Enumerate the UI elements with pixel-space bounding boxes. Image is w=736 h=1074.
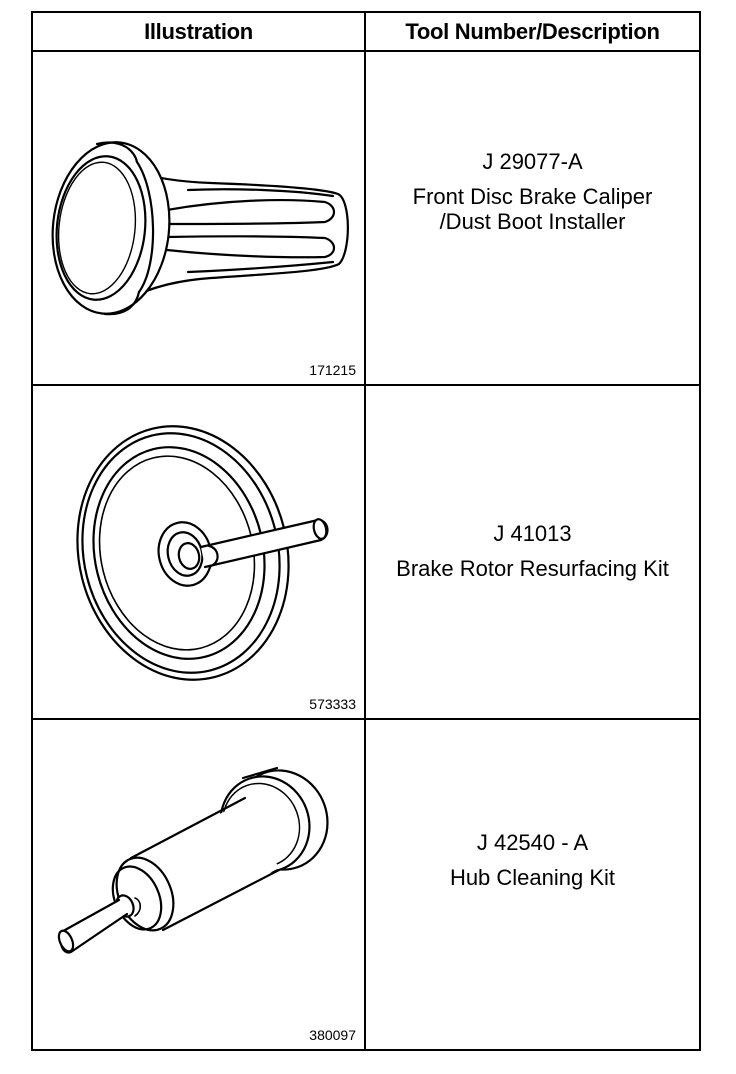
rotor-resurfacing-kit-icon [76, 425, 329, 681]
figure-number: 171215 [309, 362, 356, 378]
tool-number: J 29077-A [482, 148, 583, 174]
dust-boot-installer-icon [51, 141, 349, 316]
figure-number: 573333 [309, 696, 356, 712]
description-cell: J 41013 Brake Rotor Resurfacing Kit [366, 386, 699, 718]
description-cell: J 29077-A Front Disc Brake Caliper /Dust… [366, 52, 699, 384]
illustration-cell: 380097 [33, 720, 364, 1049]
tool-description-line: Hub Cleaning Kit [449, 864, 616, 890]
tool-number: J 41013 [493, 521, 572, 546]
table-row: 380097 J 42540 - A Hub Cleaning Kit [33, 720, 699, 1049]
figure-number: 380097 [309, 1027, 356, 1043]
table-row: 573333 J 41013 Brake Rotor Resurfacing K… [33, 386, 699, 720]
table-header: Illustration Tool Number/Description [33, 13, 699, 52]
tool-description-line: Front Disc Brake Caliper [412, 183, 653, 209]
illustration-cell: 171215 [33, 52, 364, 384]
header-illustration: Illustration [144, 18, 253, 44]
illustration-cell: 573333 [33, 386, 364, 718]
tool-description-line: /Dust Boot Installer [439, 208, 626, 234]
table-row: 171215 J 29077-A Front Disc Brake Calipe… [33, 52, 699, 386]
header-tool-description: Tool Number/Description [405, 18, 660, 44]
tool-number: J 42540 - A [476, 829, 589, 855]
tool-table: Illustration Tool Number/Description [31, 11, 701, 1051]
description-cell: J 42540 - A Hub Cleaning Kit [366, 720, 699, 1049]
column-divider [364, 13, 366, 1049]
hub-cleaning-kit-icon [57, 766, 329, 954]
tool-description-line: Brake Rotor Resurfacing Kit [396, 556, 669, 581]
